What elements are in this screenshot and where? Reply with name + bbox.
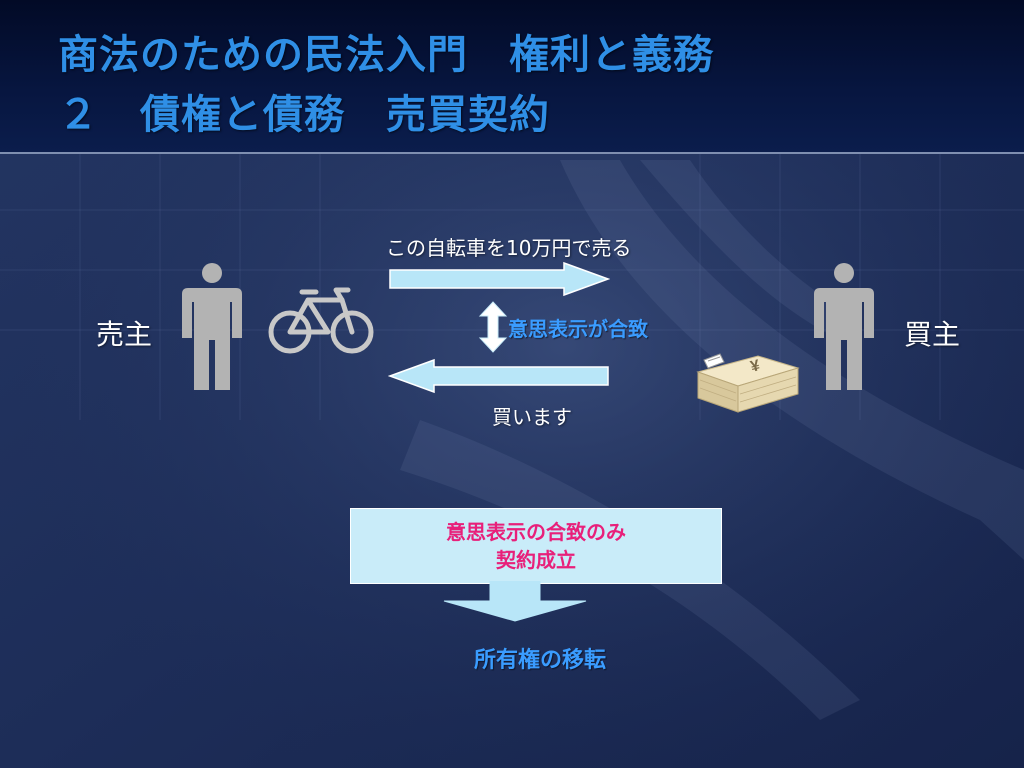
contract-formation-box: 意思表示の合致のみ 契約成立 [350, 508, 722, 584]
slide-title-line2: ２ 債権と債務 売買契約 [58, 92, 550, 138]
agreement-label: 意思表示が合致 [508, 317, 648, 341]
ownership-transfer-label: 所有権の移転 [474, 648, 607, 673]
seller-label: 売主 [96, 318, 153, 351]
seller-person-icon [182, 263, 242, 390]
acceptance-arrow [388, 358, 609, 394]
agreement-double-arrow [478, 301, 508, 353]
result-line2: 契約成立 [496, 548, 576, 572]
buyer-label: 買主 [904, 318, 961, 351]
bicycle-icon [268, 287, 374, 354]
offer-arrow [389, 261, 610, 297]
acceptance-label: 買います [492, 405, 572, 429]
result-down-arrow [443, 581, 587, 622]
slide-title-line1: 商法のための民法入門 権利と義務 [58, 32, 714, 78]
title-banner: 商法のための民法入門 権利と義務 ２ 債権と債務 売買契約 [0, 0, 1024, 154]
result-line1: 意思表示の合致のみ [446, 520, 626, 544]
offer-label: この自転車を10万円で売る [386, 236, 632, 260]
yen-money-stack-icon: ¥ [696, 353, 800, 413]
svg-text:¥: ¥ [749, 357, 762, 376]
buyer-person-icon [814, 263, 874, 390]
